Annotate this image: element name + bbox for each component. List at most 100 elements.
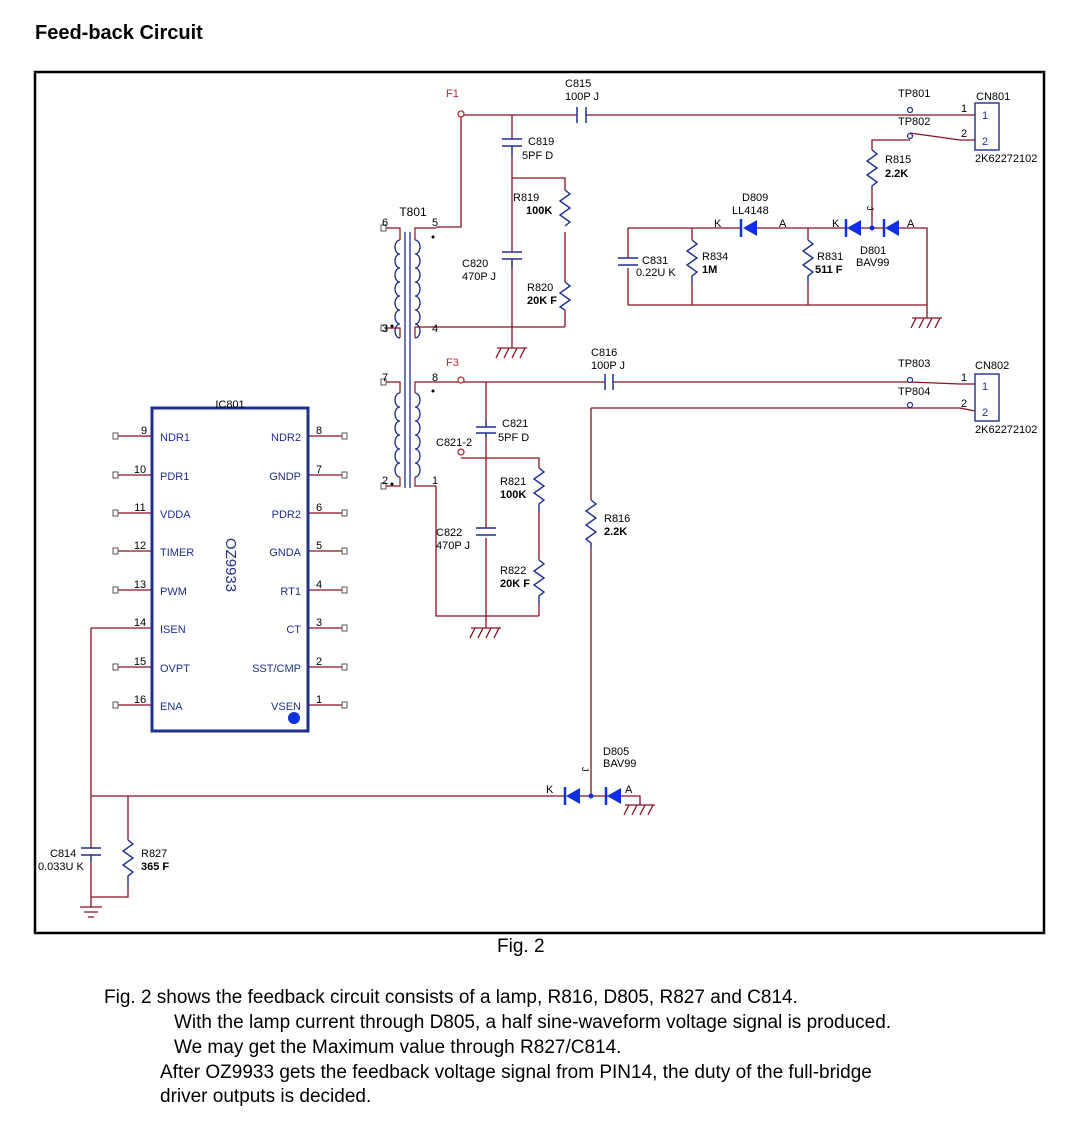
ic-pin-num: 12 [134, 540, 146, 552]
diode-pin-label: A [907, 218, 915, 230]
component-value: 100K [500, 489, 526, 501]
component-ref: R834 [702, 251, 728, 263]
connector-ref: CN801 [976, 91, 1010, 103]
test-point-label: TP804 [898, 386, 930, 398]
description-line: Fig. 2 shows the feedback circuit consis… [104, 987, 798, 1008]
ic-pin-name: GNDP [269, 471, 301, 483]
ic-pin-num: 6 [316, 502, 322, 514]
transformer-pin: 2 [382, 475, 388, 487]
transformer-pin: 5 [432, 217, 438, 229]
component-ref: R827 [141, 848, 167, 860]
component-ref: C820 [462, 258, 488, 270]
page-title: Feed-back Circuit [35, 22, 203, 44]
ic-pin-name: VDDA [160, 509, 191, 521]
component-ref: D801 [860, 245, 886, 257]
test-point-label: TP803 [898, 358, 930, 370]
ic-pin1-marker [288, 712, 300, 724]
diode-pin-label: A [779, 218, 787, 230]
component-value: 0.22U K [636, 267, 676, 279]
component-value: 470P J [462, 271, 496, 283]
component-value: 20K F [500, 578, 530, 590]
ic-pin-stubs [118, 435, 342, 706]
ic-part: OZ9933 [222, 538, 239, 592]
figure-caption: Fig. 2 [497, 936, 545, 957]
ic-pin-name: ISEN [160, 624, 186, 636]
transformer-pin: 6 [382, 217, 388, 229]
ic-pin-name: OVPT [160, 663, 190, 675]
transformer-pin: 4 [432, 323, 438, 335]
component-value: BAV99 [856, 257, 889, 269]
connector-pin-label: 1 [982, 110, 988, 122]
ic-pin-name: NDR1 [160, 432, 190, 444]
component-value: LL4148 [732, 205, 769, 217]
ic-pin-name: GNDA [269, 547, 301, 559]
diode-pin-label: A [625, 784, 633, 796]
transformer-pin: 1 [432, 475, 438, 487]
connector-part: 2K62272102 [975, 424, 1037, 436]
component-ref: 100P J [591, 360, 625, 372]
schematic-frame [33, 70, 1046, 935]
grounds [80, 317, 942, 918]
ic-pin-num: 2 [316, 656, 322, 668]
component-value: 100K [526, 205, 552, 217]
component-value: 5PF D [522, 150, 553, 162]
diode-pin-label: K [714, 218, 722, 230]
ic-pin-num: 5 [316, 540, 322, 552]
test-points [906, 106, 914, 409]
component-ref: C821 [502, 418, 528, 430]
ic-pin-name: ENA [160, 701, 183, 713]
connector-part: 2K62272102 [975, 153, 1037, 165]
ic-pin-name: NDR2 [271, 432, 301, 444]
connector-ref: CN802 [975, 360, 1009, 372]
ic-pin-num: 10 [134, 464, 146, 476]
component-ref: R815 [885, 154, 911, 166]
ic-pin-num: 11 [134, 502, 145, 514]
ic-ref: IC801 [215, 399, 244, 411]
component-value: BAV99 [603, 758, 636, 770]
ic-pin-num: 9 [141, 425, 147, 437]
ic-pin-name: CT [286, 624, 301, 636]
ic-pin-num: 15 [134, 656, 146, 668]
transformer-pin: 3 [382, 323, 388, 335]
ic-pin-num: 13 [134, 579, 146, 591]
ic-pin-name: TIMER [160, 547, 194, 559]
component-ref: C814 [50, 848, 76, 860]
component-ref: R822 [500, 565, 526, 577]
diode-pin-label: K [832, 218, 840, 230]
ic-pin-num: 4 [316, 579, 322, 591]
ic-pin-num: 16 [134, 694, 146, 706]
ic-pin-num: 3 [316, 617, 322, 629]
component-ref: C831 [642, 255, 668, 267]
diode-pin-label: J [865, 206, 875, 211]
ic-pin-num: 7 [316, 464, 322, 476]
component-value: 100P J [565, 91, 599, 103]
diode-pin-label: K [546, 784, 554, 796]
test-point-label: TP802 [898, 116, 930, 128]
resistors [121, 149, 879, 886]
component-ref: C816 [591, 347, 617, 359]
description-line: After OZ9933 gets the feedback voltage s… [160, 1062, 872, 1083]
test-point-label: TP801 [898, 88, 930, 100]
component-ref: R816 [604, 513, 630, 525]
component-value: 2.2K [885, 168, 908, 180]
connector-pin-label: 2 [982, 136, 988, 148]
component-ref: D809 [742, 192, 768, 204]
ic-pin-num: 1 [316, 694, 322, 706]
wires [90, 114, 976, 907]
ic-pin-name: SST/CMP [252, 663, 301, 675]
component-ref: R831 [817, 251, 843, 263]
component-ref: R821 [500, 476, 526, 488]
component-value: 5PF D [498, 432, 529, 444]
component-value: 365 F [141, 861, 169, 873]
ic-pin-num: 14 [134, 617, 146, 629]
connector-pin-num: 2 [961, 398, 967, 410]
transformer-pin: 7 [382, 372, 388, 384]
ic-oz9933 [150, 406, 310, 733]
component-value: 2.2K [604, 526, 627, 538]
transformer-terminals [380, 224, 387, 490]
connector-pin-num: 1 [961, 103, 967, 115]
node-label: C821-2 [436, 437, 472, 449]
node-label: F1 [446, 88, 459, 100]
component-ref: R819 [513, 192, 539, 204]
